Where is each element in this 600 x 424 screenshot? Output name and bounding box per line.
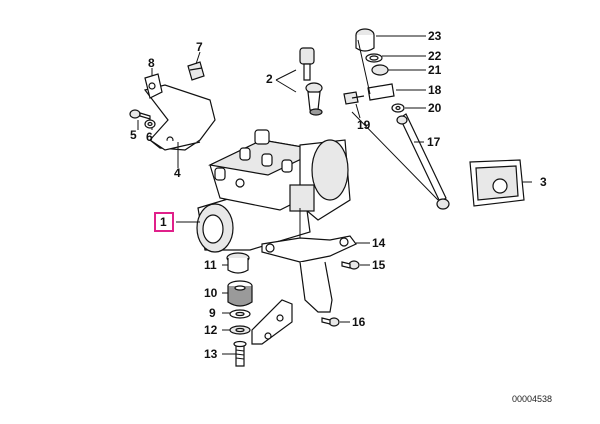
callout-2[interactable]: 2 — [266, 72, 273, 86]
callout-1-highlight — [154, 212, 174, 232]
callout-7[interactable]: 7 — [196, 40, 203, 54]
callout-21[interactable]: 21 — [428, 63, 442, 77]
callout-6[interactable]: 6 — [146, 130, 153, 144]
washer-20[interactable] — [391, 103, 405, 113]
hydraulic-unit[interactable] — [196, 129, 351, 253]
bolt-15[interactable] — [341, 260, 360, 270]
washer-9[interactable] — [229, 309, 251, 319]
bolt-13[interactable] — [233, 340, 247, 367]
diagram-reference-number: 00004538 — [511, 394, 552, 404]
callout-23[interactable]: 23 — [428, 29, 442, 43]
callout-11[interactable]: 11 — [204, 258, 217, 272]
clip-7[interactable] — [187, 61, 205, 81]
clamp-18[interactable] — [367, 83, 395, 101]
callout-9[interactable]: 9 — [209, 306, 216, 320]
seal-21[interactable] — [371, 64, 389, 76]
callout-8[interactable]: 8 — [148, 56, 155, 70]
brake-pipe-17[interactable] — [396, 113, 450, 210]
bracket-part-8[interactable] — [144, 73, 163, 99]
callout-5[interactable]: 5 — [130, 128, 137, 142]
upper-bracket-4[interactable] — [143, 84, 216, 151]
callout-3[interactable]: 3 — [540, 175, 547, 189]
rubber-mount-11[interactable] — [226, 252, 250, 274]
valve-insert-2[interactable] — [299, 47, 323, 116]
bolt-16[interactable] — [321, 317, 340, 327]
washer-6[interactable] — [144, 119, 156, 129]
callout-18[interactable]: 18 — [428, 83, 442, 97]
callout-14[interactable]: 14 — [372, 236, 386, 250]
rubber-mount-10[interactable] — [227, 280, 253, 307]
screw-5[interactable] — [129, 109, 151, 120]
washer-12[interactable] — [229, 325, 251, 335]
callout-10[interactable]: 10 — [204, 286, 218, 300]
callout-19[interactable]: 19 — [357, 118, 371, 132]
fitting-23[interactable] — [355, 28, 375, 52]
callout-1[interactable]: 1 — [160, 215, 167, 229]
screw-19[interactable] — [343, 91, 365, 105]
ring-22[interactable] — [365, 53, 383, 63]
callout-4[interactable]: 4 — [174, 166, 181, 180]
callout-15[interactable]: 15 — [372, 258, 386, 272]
callout-22[interactable]: 22 — [428, 49, 442, 63]
callout-12[interactable]: 12 — [204, 323, 218, 337]
callout-20[interactable]: 20 — [428, 101, 442, 115]
asc-plate-3[interactable] — [469, 159, 525, 207]
callout-17[interactable]: 17 — [427, 135, 441, 149]
mount-bracket[interactable] — [261, 235, 357, 313]
callout-16[interactable]: 16 — [352, 315, 366, 329]
lower-bracket[interactable] — [251, 299, 293, 345]
leader-lines — [137, 35, 532, 355]
callout-13[interactable]: 13 — [204, 347, 218, 361]
